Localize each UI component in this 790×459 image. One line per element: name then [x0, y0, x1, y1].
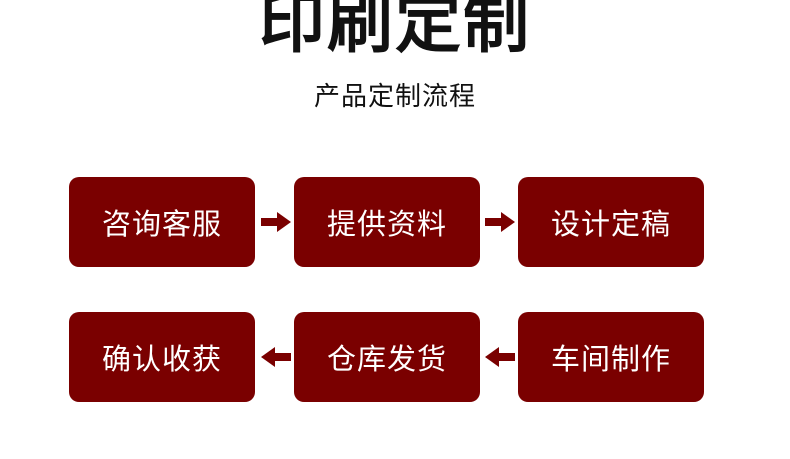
step-label: 设计定稿 [550, 207, 671, 241]
arrow-left-icon [485, 347, 515, 367]
page-subtitle: 产品定制流程 [313, 82, 476, 112]
page-title: 印刷定制 [259, 0, 531, 62]
arrow-right-icon [485, 212, 515, 232]
step-label: 仓库发货 [326, 342, 447, 376]
arrow-right-icon [261, 212, 291, 232]
arrow-left-icon [261, 347, 291, 367]
step-label: 车间制作 [550, 342, 671, 376]
step-warehouse-shipping: 仓库发货 [294, 312, 480, 402]
step-confirm-receipt: 确认收获 [69, 312, 255, 402]
step-workshop-production: 车间制作 [518, 312, 704, 402]
step-provide-materials: 提供资料 [294, 177, 480, 267]
step-design-finalize: 设计定稿 [518, 177, 704, 267]
step-label: 咨询客服 [101, 207, 222, 241]
step-label: 确认收获 [101, 342, 222, 376]
step-label: 提供资料 [326, 207, 447, 241]
step-consult-service: 咨询客服 [69, 177, 255, 267]
